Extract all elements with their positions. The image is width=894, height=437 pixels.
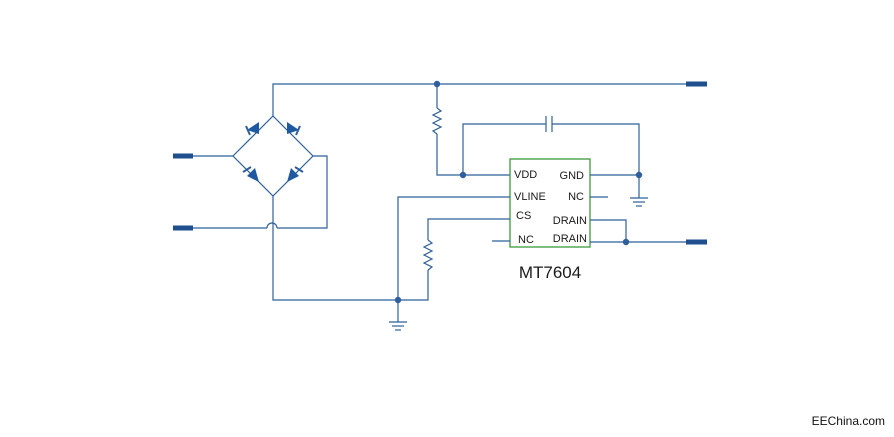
junction-dot — [622, 238, 630, 246]
negative-rail — [272, 196, 398, 301]
pin-label-nc-left: NC — [518, 234, 534, 246]
diode-lower-right — [287, 166, 304, 182]
cs-resistor-return — [398, 270, 429, 301]
capacitor-wire-left — [462, 123, 546, 175]
ground-symbol — [389, 300, 407, 331]
vdd-resistor — [431, 107, 443, 135]
cs-wire — [427, 218, 510, 240]
pin-label-drain-2: DRAIN — [553, 233, 587, 245]
diode-upper-right — [287, 122, 301, 136]
diode-lower-left — [242, 166, 259, 182]
capacitor-wire-right — [552, 123, 640, 175]
diode-upper-left — [245, 122, 259, 136]
pin-label-nc-right: NC — [568, 191, 584, 203]
watermark: EEChina.com — [811, 414, 885, 428]
positive-rail — [272, 83, 688, 116]
pin-label-gnd: GND — [560, 170, 585, 182]
drain-wire-1 — [590, 219, 627, 242]
pin-label-drain-1: DRAIN — [553, 215, 587, 227]
pin-label-cs: CS — [516, 210, 531, 222]
cs-sense-resistor — [422, 239, 434, 271]
chip-part-number: MT7604 — [519, 263, 581, 282]
chip-body — [509, 158, 591, 248]
pin-label-vline: VLINE — [514, 191, 546, 203]
pin-label-vdd: VDD — [514, 169, 537, 181]
wire-crossover-hop — [266, 222, 278, 229]
ground-symbol — [630, 175, 648, 207]
bridge-rectifier — [232, 115, 314, 197]
input-wire-2-return — [277, 155, 328, 229]
vline-wire — [397, 196, 510, 300]
vdd-wire — [436, 134, 510, 176]
